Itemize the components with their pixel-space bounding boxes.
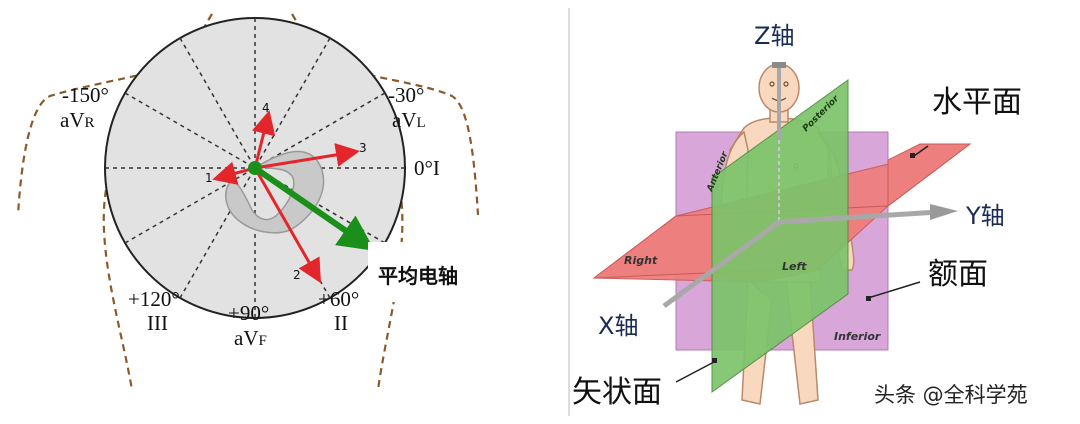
watermark: 头条 @全科学苑 — [874, 383, 1028, 407]
x-axis-rod — [662, 219, 781, 309]
lead-ii-name: II — [334, 311, 348, 335]
lead-ii-degree: +60° — [318, 287, 359, 311]
lead-avr-name: aVR — [60, 108, 95, 132]
lead-avf-name: aVF — [234, 326, 267, 350]
vector-number-2: 2 — [293, 268, 301, 282]
lead-avl-name: aVL — [392, 108, 426, 132]
pointer-lines — [675, 145, 929, 383]
z-axis-cap — [772, 62, 786, 68]
lead-avr-degree: -150° — [62, 83, 109, 107]
plane-label-left: Left — [782, 260, 807, 273]
frontal-plane-label: 额面 — [928, 257, 988, 292]
lead-iii-degree: +120° — [128, 287, 180, 311]
body-planes-diagram: Right Left Anterior Posterior Inferior Z… — [572, 22, 1022, 410]
pointer-dots — [712, 153, 915, 363]
lead-avl-degree: -30° — [388, 83, 424, 107]
horizontal-plane-back — [887, 143, 972, 208]
mean-axis-vector — [253, 165, 375, 251]
x-axis-label: X轴 — [598, 312, 638, 340]
z-axis-label: Z轴 — [754, 22, 794, 50]
y-axis-arrowhead — [930, 204, 958, 220]
vector-origin — [248, 161, 262, 175]
y-axis-rod — [778, 209, 939, 225]
vector-number-1: 1 — [205, 171, 213, 185]
mean-axis-label: 平均电轴 — [378, 264, 458, 288]
lead-iii-name: III — [147, 311, 168, 335]
horizontal-plane-label: 水平面 — [932, 85, 1022, 120]
lead-avf-degree: +90° — [228, 301, 269, 325]
sagittal-plane — [711, 79, 849, 393]
mean-axis-label-background — [368, 242, 480, 302]
vector-number-3: 3 — [359, 141, 367, 155]
y-axis-label: Y轴 — [965, 202, 1005, 230]
ecg-axis-diagram: 1 2 3 4 平均电轴 -150° aVR -30° aVL 0°I +120… — [16, 13, 480, 391]
lead-i-label: 0°I — [414, 156, 440, 180]
vector-number-4: 4 — [262, 101, 270, 115]
plane-label-right: Right — [624, 254, 658, 267]
sagittal-plane-label: 矢状面 — [572, 375, 662, 410]
plane-label-inferior: Inferior — [834, 330, 881, 343]
